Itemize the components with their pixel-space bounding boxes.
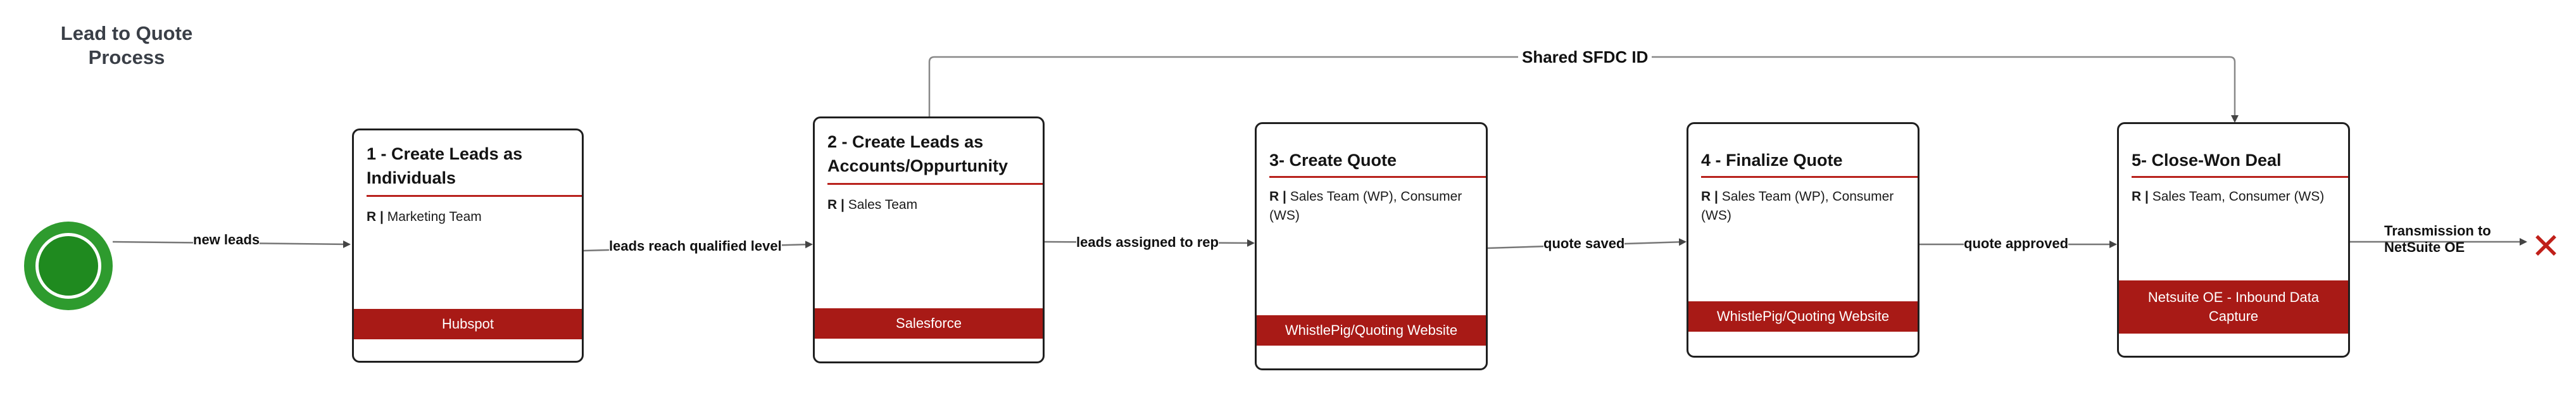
step-3-role-text: Sales Team (WP), Consumer (WS) bbox=[1269, 189, 1462, 223]
step-2-role-tag: R bbox=[827, 198, 838, 212]
step-4-role-text: Sales Team (WP), Consumer (WS) bbox=[1701, 189, 1894, 223]
edge-label-saved: quote saved bbox=[1543, 235, 1625, 252]
step-1-rule bbox=[367, 195, 582, 197]
step-2-role: R | Sales Team bbox=[827, 198, 918, 212]
step-4-role-tag: R bbox=[1701, 189, 1711, 204]
edge-label-approved: quote approved bbox=[1964, 235, 2069, 252]
step-1-role-tag: R bbox=[367, 210, 377, 224]
edge-label-shared-sfdc-id: Shared SFDC ID bbox=[1518, 47, 1652, 67]
diagram-title: Lead to Quote Process bbox=[60, 22, 193, 68]
step-5-role: R | Sales Team, Consumer (WS) bbox=[2132, 189, 2325, 204]
step-4-heading: 4 - Finalize Quote bbox=[1701, 151, 1843, 170]
step-3-rule bbox=[1269, 176, 1486, 178]
step-3-role: R | Sales Team (WP), Consumer (WS) bbox=[1269, 189, 1462, 223]
step-2-rule bbox=[827, 183, 1043, 185]
step-5-role-tag: R bbox=[2132, 189, 2142, 204]
edge-label-new-leads: new leads bbox=[193, 232, 260, 248]
step-1-role-text: Marketing Team bbox=[387, 210, 482, 224]
start-event-icon bbox=[24, 222, 113, 310]
step-1-system-banner: Hubspot bbox=[354, 309, 582, 339]
step-5-system-banner: Netsuite OE - Inbound Data Capture bbox=[2119, 280, 2348, 334]
step-1-heading: 1 - Create Leads as Individuals bbox=[367, 144, 523, 187]
end-x-icon: ✕ bbox=[2531, 226, 2561, 267]
step-3-system-banner: WhistlePig/Quoting Website bbox=[1257, 315, 1486, 346]
step-4-system-banner: WhistlePig/Quoting Website bbox=[1688, 301, 1918, 332]
step-4-rule bbox=[1701, 176, 1918, 178]
step-5-heading: 5- Close-Won Deal bbox=[2132, 151, 2282, 170]
edge-label-transmission: Transmission to NetSuite OE bbox=[2384, 223, 2491, 255]
edge-label-qualified: leads reach qualified level bbox=[609, 238, 782, 254]
step-1-role: R | Marketing Team bbox=[367, 210, 482, 224]
edge-label-assigned: leads assigned to rep bbox=[1076, 234, 1219, 251]
step-4-role: R | Sales Team (WP), Consumer (WS) bbox=[1701, 189, 1894, 223]
step-5-rule bbox=[2132, 176, 2348, 178]
step-2-heading: 2 - Create Leads as Accounts/Oppurtunity bbox=[827, 132, 1008, 175]
step-3-heading: 3- Create Quote bbox=[1269, 151, 1397, 170]
step-2-system-banner: Salesforce bbox=[815, 308, 1043, 339]
step-3-card[interactable]: 3- Create Quote R | Sales Team (WP), Con… bbox=[1255, 122, 1488, 370]
step-2-card[interactable]: 2 - Create Leads as Accounts/Oppurtunity… bbox=[813, 116, 1045, 363]
step-5-role-text: Sales Team, Consumer (WS) bbox=[2152, 189, 2325, 204]
step-5-card[interactable]: 5- Close-Won Deal R | Sales Team, Consum… bbox=[2117, 122, 2350, 358]
step-3-role-tag: R bbox=[1269, 189, 1279, 204]
step-2-role-text: Sales Team bbox=[848, 198, 918, 212]
step-4-card[interactable]: 4 - Finalize Quote R | Sales Team (WP), … bbox=[1687, 122, 1919, 358]
start-event-inner bbox=[35, 233, 101, 299]
step-1-card[interactable]: 1 - Create Leads as Individuals R | Mark… bbox=[352, 129, 584, 363]
